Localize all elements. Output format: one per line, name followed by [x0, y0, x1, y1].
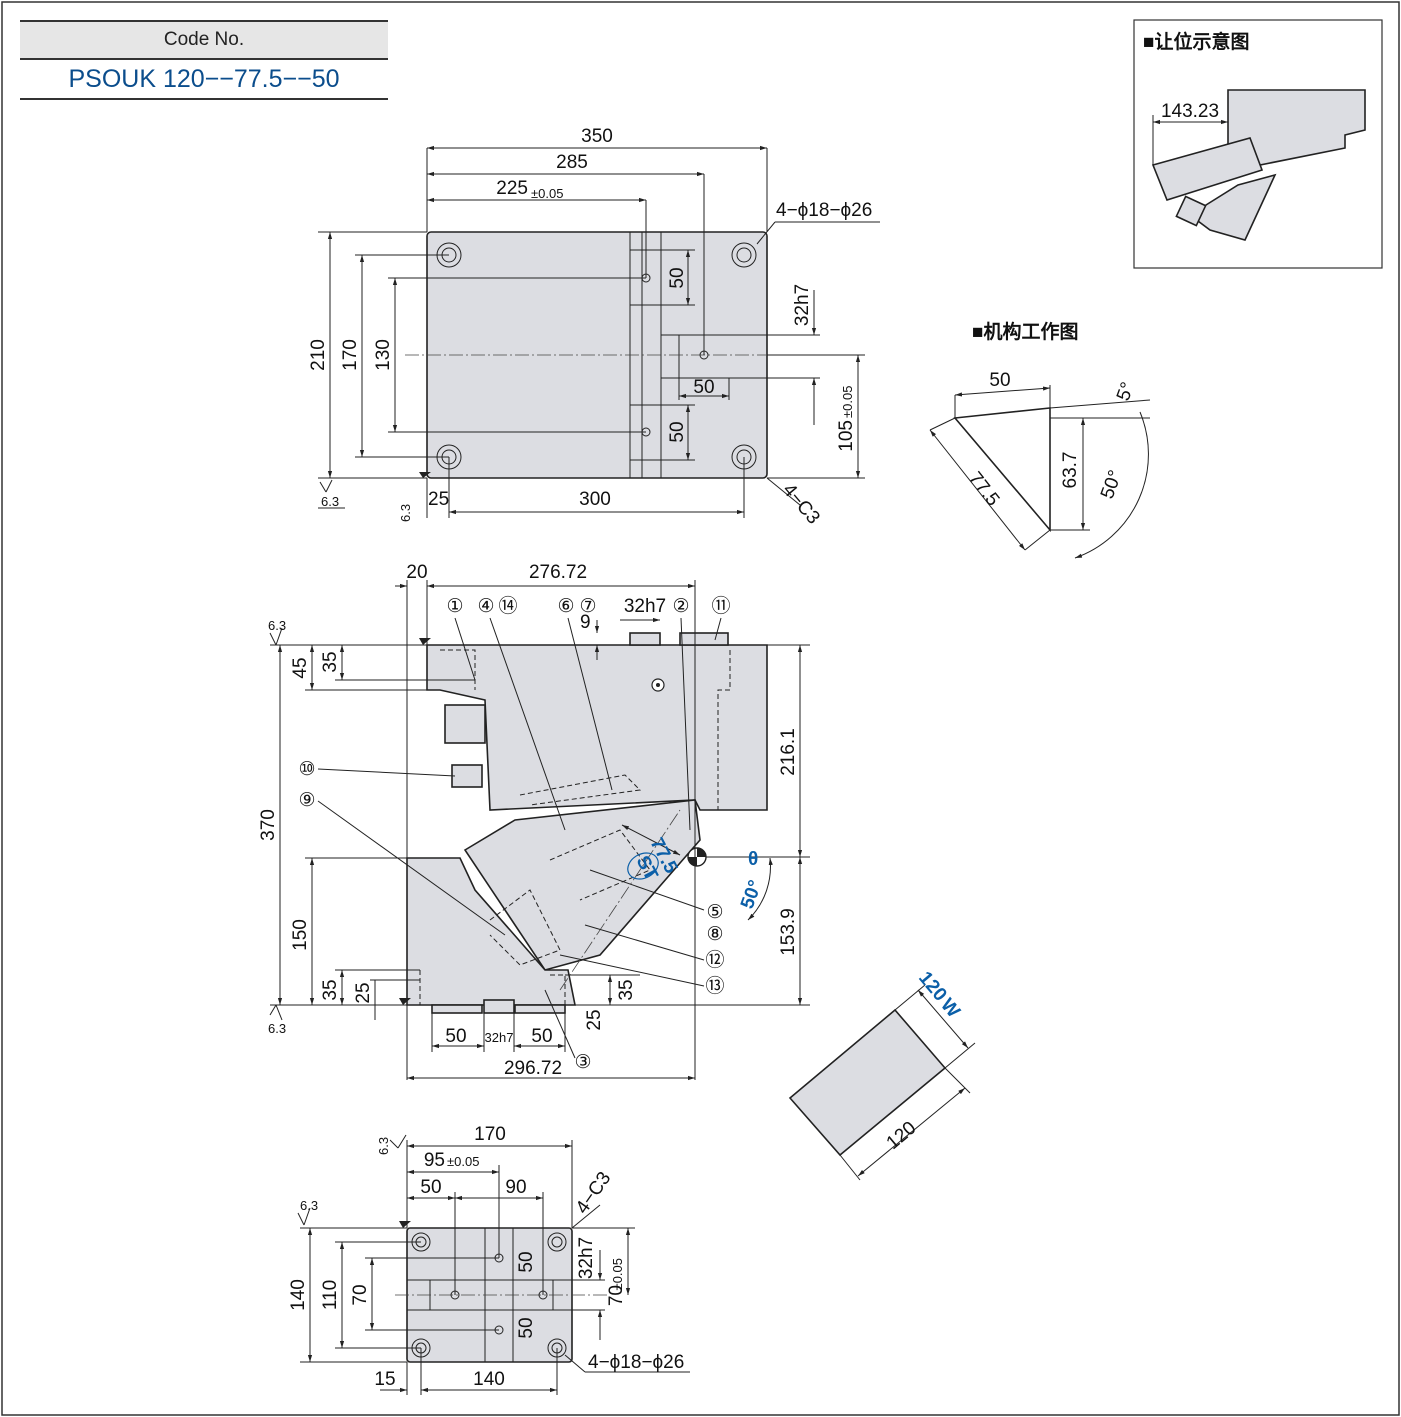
dim-32h7: 32h7	[792, 284, 813, 326]
dim-45: 45	[290, 657, 311, 678]
callout-1: ①	[446, 596, 463, 617]
dim-25-lower-right: 25	[584, 1009, 605, 1030]
mechanism-title: ■机构工作图	[972, 320, 1078, 343]
mech-dim-5deg: 5°	[1113, 379, 1139, 403]
callout-2: ②	[672, 596, 689, 617]
dim-25-lower-left: 25	[353, 982, 374, 1003]
bottom-chamfer-callout: 4−C3	[572, 1168, 616, 1218]
roughness-front-2: 6.3	[268, 1021, 286, 1036]
dim-15: 15	[374, 1369, 395, 1390]
dim-50-bv-upper: 50	[516, 1251, 537, 1272]
roughness-bottom-2: 6.3	[376, 1137, 391, 1155]
dim-50-bottom-left: 50	[445, 1026, 466, 1047]
part-callouts: ① ④ ⑭ ⑥ ⑦ ② ⑪ ⑩ ⑨ ⑤ ⑧ ⑫ ⑬ ③	[298, 595, 730, 1073]
front-view: 20 276.72 32h7 9 ① ④ ⑭ ⑥ ⑦ ② ⑪ ⑩ ⑨ ⑤ ⑧ ⑫…	[258, 562, 810, 1081]
top-holes-callout: 4−ϕ18−ϕ26	[776, 200, 872, 221]
dim-170-bottom: 170	[474, 1124, 506, 1145]
code-box: Code No. PSOUK 120−−77.5−−50	[20, 20, 388, 100]
callout-9: ⑨	[298, 790, 315, 811]
mech-dim-50: 50	[989, 370, 1010, 391]
dim-70: 70	[350, 1284, 371, 1305]
dim-130: 130	[373, 339, 394, 371]
callout-7: ⑦	[579, 596, 596, 617]
mechanism-diagram: ■机构工作图 50 5° 77.5 63.7 50°	[929, 320, 1151, 559]
mech-dim-63-7: 63.7	[1060, 452, 1081, 489]
dim-90: 90	[505, 1177, 526, 1198]
dim-143-23: 143.23	[1161, 101, 1219, 122]
dim-50-bottom-view: 50	[420, 1177, 441, 1198]
callout-3: ③	[574, 1052, 591, 1073]
roughness-front-1: 6.3	[268, 618, 286, 633]
dim-296-72: 296.72	[504, 1058, 562, 1079]
dim-35-top: 35	[320, 651, 341, 672]
dim-35-lower-right: 35	[616, 979, 637, 1000]
dim-210: 210	[308, 339, 329, 371]
callout-4: ④	[477, 596, 494, 617]
dim-50-upper: 50	[667, 267, 688, 288]
dim-50-mid: 50	[693, 377, 714, 398]
callout-8: ⑧	[706, 924, 723, 945]
callout-12: ⑫	[705, 949, 724, 971]
roughness-top-2: 6.3	[398, 504, 413, 522]
dim-95-tol: ±0.05	[447, 1154, 479, 1169]
dim-70-tol: ±0.05	[610, 1258, 625, 1290]
dim-20: 20	[406, 562, 427, 583]
pivot-marker	[687, 847, 707, 867]
mech-dim-77-5: 77.5	[964, 468, 1003, 510]
top-chamfer-callout: 4−C3	[778, 480, 824, 529]
dim-110: 110	[320, 1280, 341, 1310]
dim-170: 170	[340, 339, 361, 371]
callout-11: ⑪	[711, 595, 730, 617]
callout-10: ⑩	[298, 759, 315, 780]
dim-276-72: 276.72	[529, 562, 587, 583]
code-label: Code No.	[20, 20, 388, 60]
dim-9: 9	[580, 612, 591, 633]
angle-theta: θ	[748, 849, 758, 870]
dim-140-left: 140	[288, 1279, 309, 1311]
clearance-title: ■让位示意图	[1143, 30, 1249, 53]
dim-370: 370	[258, 809, 279, 841]
width-block: 120 W 120	[788, 968, 976, 1181]
dim-300: 300	[579, 489, 611, 510]
dim-150: 150	[290, 919, 311, 951]
dim-153-9: 153.9	[778, 908, 799, 956]
dim-105: 105	[836, 420, 857, 452]
mech-dim-50deg: 50°	[1097, 468, 1127, 502]
dim-70-tol-val: 70	[606, 1285, 627, 1306]
code-value: PSOUK 120−−77.5−−50	[20, 60, 388, 100]
dim-32h7-bottom: 32h7	[485, 1030, 514, 1045]
dim-225: 225	[496, 178, 528, 199]
dim-50-lower: 50	[667, 421, 688, 442]
dim-140-bottom: 140	[473, 1369, 505, 1390]
angle-50deg: 50°	[737, 878, 767, 912]
dim-50-bottom-right: 50	[531, 1026, 552, 1047]
callout-14: ⑭	[498, 595, 517, 617]
bottom-holes-callout: 4−ϕ18−ϕ26	[588, 1352, 684, 1373]
dim-285: 285	[556, 152, 588, 173]
roughness-bottom-1: 6.3	[300, 1198, 318, 1213]
dim-95: 95	[424, 1150, 445, 1171]
width-dim-120: 120	[883, 1118, 921, 1154]
dim-216-1: 216.1	[778, 728, 799, 776]
dim-225-tol: ±0.05	[531, 186, 563, 201]
callout-6: ⑥	[557, 596, 574, 617]
dim-350: 350	[581, 126, 613, 147]
dim-32h7-top: 32h7	[624, 596, 666, 617]
dim-25: 25	[428, 489, 449, 510]
roughness-top-1: 6.3	[321, 494, 339, 509]
dim-105-tol: ±0.05	[840, 386, 855, 418]
callout-5: ⑤	[706, 902, 723, 923]
dim-50-bv-lower: 50	[516, 1317, 537, 1338]
callout-13: ⑬	[705, 975, 724, 997]
bottom-view: 170 95 ±0.05 50 90 4−C3 140 110 70 50 50	[288, 1124, 690, 1395]
clearance-diagram: ■让位示意图 143.23	[1133, 19, 1383, 269]
top-view: 350 285 225 ±0.05 4−ϕ18−ϕ26 210 170 130 …	[308, 126, 880, 528]
dim-35-lower-left: 35	[320, 979, 341, 1000]
dim-32h7-bv: 32h7	[576, 1237, 597, 1279]
